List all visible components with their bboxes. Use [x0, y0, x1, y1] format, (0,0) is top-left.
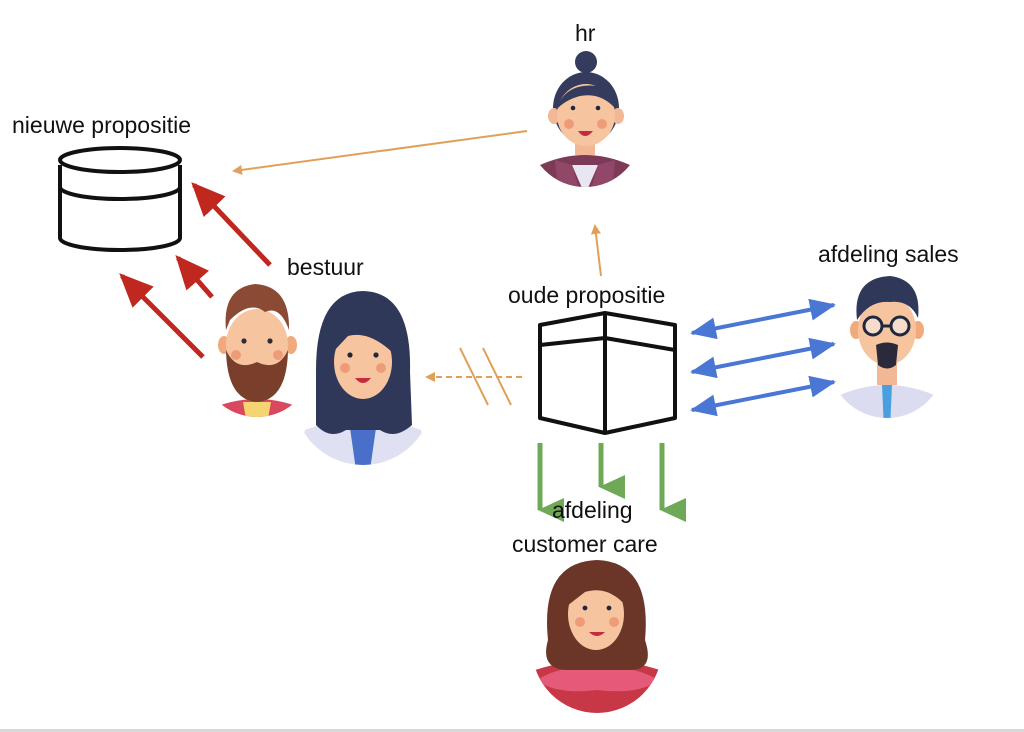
arrow-oude-sales-1 — [690, 298, 836, 340]
sales-avatar — [830, 276, 944, 418]
label-nieuwe-propositie: nieuwe propositie — [12, 112, 192, 138]
label-bestuur: bestuur — [287, 254, 364, 280]
customer-care-avatar — [532, 560, 662, 713]
bestuur-woman-avatar — [296, 291, 430, 465]
label-oude-propositie: oude propositie — [508, 282, 666, 308]
label-afdeling-cc-line2: customer care — [512, 531, 658, 557]
box-icon — [538, 311, 677, 435]
arrow-bestuur-to-nieuwe-1 — [191, 182, 272, 267]
hr-avatar — [528, 51, 642, 187]
bottom-divider — [0, 729, 1024, 732]
label-hr: hr — [575, 20, 596, 46]
break-mark-2 — [482, 347, 512, 406]
arrow-hr-to-nieuwe — [232, 130, 528, 175]
cylinder-icon — [58, 146, 182, 252]
arrow-oude-to-hr — [590, 224, 602, 277]
break-mark-1 — [459, 347, 489, 406]
arrow-oude-sales-3 — [690, 375, 836, 417]
arrow-oude-sales-2 — [690, 337, 836, 379]
label-afdeling-sales: afdeling sales — [818, 241, 959, 267]
bestuur-man-avatar — [200, 284, 314, 417]
label-afdeling-cc-line1: afdeling — [552, 497, 633, 523]
arrow-bestuur-to-nieuwe-2 — [175, 254, 214, 299]
arrow-bestuur-to-nieuwe-3 — [119, 273, 205, 359]
